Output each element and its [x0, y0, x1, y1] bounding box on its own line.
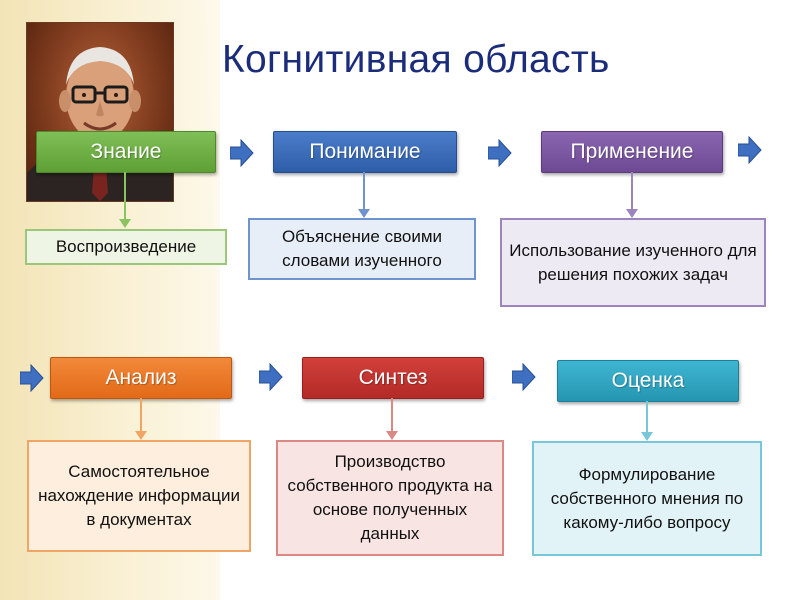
connector-knowledge — [119, 172, 131, 228]
level-description-text: Воспроизведение — [55, 237, 197, 256]
level-heading-synthesis: Синтез — [302, 357, 484, 399]
level-heading-analysis: Анализ — [50, 357, 232, 399]
slide-title: Когнитивная область — [222, 38, 610, 81]
level-heading-label: Оценка — [611, 369, 685, 392]
connector-application — [626, 172, 638, 218]
connector-evaluation — [641, 401, 653, 441]
flow-arrow-icon — [230, 139, 254, 167]
level-description-evaluation: Формулирование собственного мнения по ка… — [532, 441, 762, 556]
portrait-photo — [26, 22, 174, 202]
flow-arrow-icon — [20, 364, 44, 392]
flow-arrow-icon — [488, 139, 512, 167]
level-heading-label: Синтез — [358, 366, 428, 389]
level-description-text: Объяснение своими словами изученного — [281, 227, 443, 270]
level-heading-label: Применение — [570, 140, 694, 163]
connector-analysis — [135, 398, 147, 440]
level-description-text: Использование изученного для решения пох… — [509, 240, 757, 284]
level-heading-comprehension: Понимание — [273, 131, 457, 173]
level-description-application: Использование изученного для решения пох… — [500, 218, 766, 307]
connector-synthesis — [386, 398, 398, 440]
level-description-knowledge: Воспроизведение — [25, 229, 227, 265]
level-description-comprehension: Объяснение своими словами изученного — [248, 218, 476, 280]
level-heading-application: Применение — [541, 131, 723, 173]
flow-arrow-icon — [512, 363, 536, 391]
level-heading-label: Знание — [90, 140, 162, 163]
level-heading-knowledge: Знание — [36, 131, 216, 173]
level-description-analysis: Самостоятельное нахождение информации в … — [27, 440, 251, 552]
flow-arrow-icon — [259, 363, 283, 391]
level-description-synthesis: Производство собственного продукта на ос… — [276, 440, 504, 556]
level-description-text: Производство собственного продукта на ос… — [287, 452, 493, 543]
level-heading-label: Анализ — [105, 366, 177, 389]
level-heading-label: Понимание — [309, 140, 421, 163]
flow-arrow-icon — [738, 136, 762, 164]
connector-comprehension — [358, 172, 370, 218]
level-description-text: Самостоятельное нахождение информации в … — [38, 462, 240, 529]
level-heading-evaluation: Оценка — [557, 360, 739, 402]
level-description-text: Формулирование собственного мнения по ка… — [550, 464, 744, 532]
